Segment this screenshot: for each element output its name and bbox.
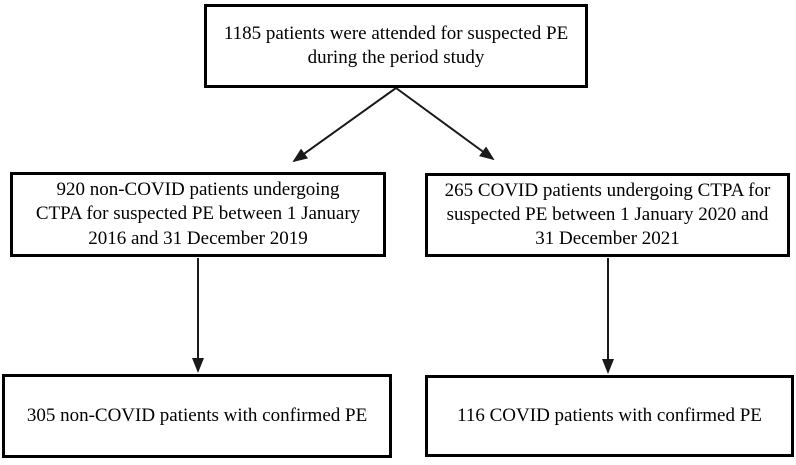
- node-non-covid-ctpa: 920 non-COVID patients undergoing CTPA f…: [10, 172, 386, 257]
- node-covid-ctpa: 265 COVID patients undergoing CTPA for s…: [425, 173, 790, 257]
- node-text-line: 116 COVID patients with confirmed PE: [457, 404, 762, 426]
- node-text-line: suspected PE between 1 January 2020 and: [446, 203, 769, 225]
- arrow-top-to-left: [292, 87, 397, 163]
- node-text-line: 265 COVID patients undergoing CTPA for: [444, 179, 771, 201]
- node-text-line: 1185 patients were attended for suspecte…: [223, 22, 569, 44]
- node-text-line: 31 December 2021: [535, 228, 680, 250]
- node-text-line: CTPA for suspected PE between 1 January: [35, 203, 361, 225]
- node-text-line: 920 non-COVID patients undergoing: [56, 179, 340, 201]
- arrow-top-to-right: [395, 87, 495, 161]
- node-text-line: during the period study: [307, 47, 485, 68]
- node-covid-confirmed: 116 COVID patients with confirmed PE: [425, 375, 794, 457]
- node-text-line: 305 non-COVID patients with confirmed PE: [26, 404, 368, 426]
- node-total-patients: 1185 patients were attended for suspecte…: [204, 4, 588, 88]
- node-text-line: 2016 and 31 December 2019: [88, 227, 308, 249]
- node-non-covid-confirmed: 305 non-COVID patients with confirmed PE: [2, 374, 392, 458]
